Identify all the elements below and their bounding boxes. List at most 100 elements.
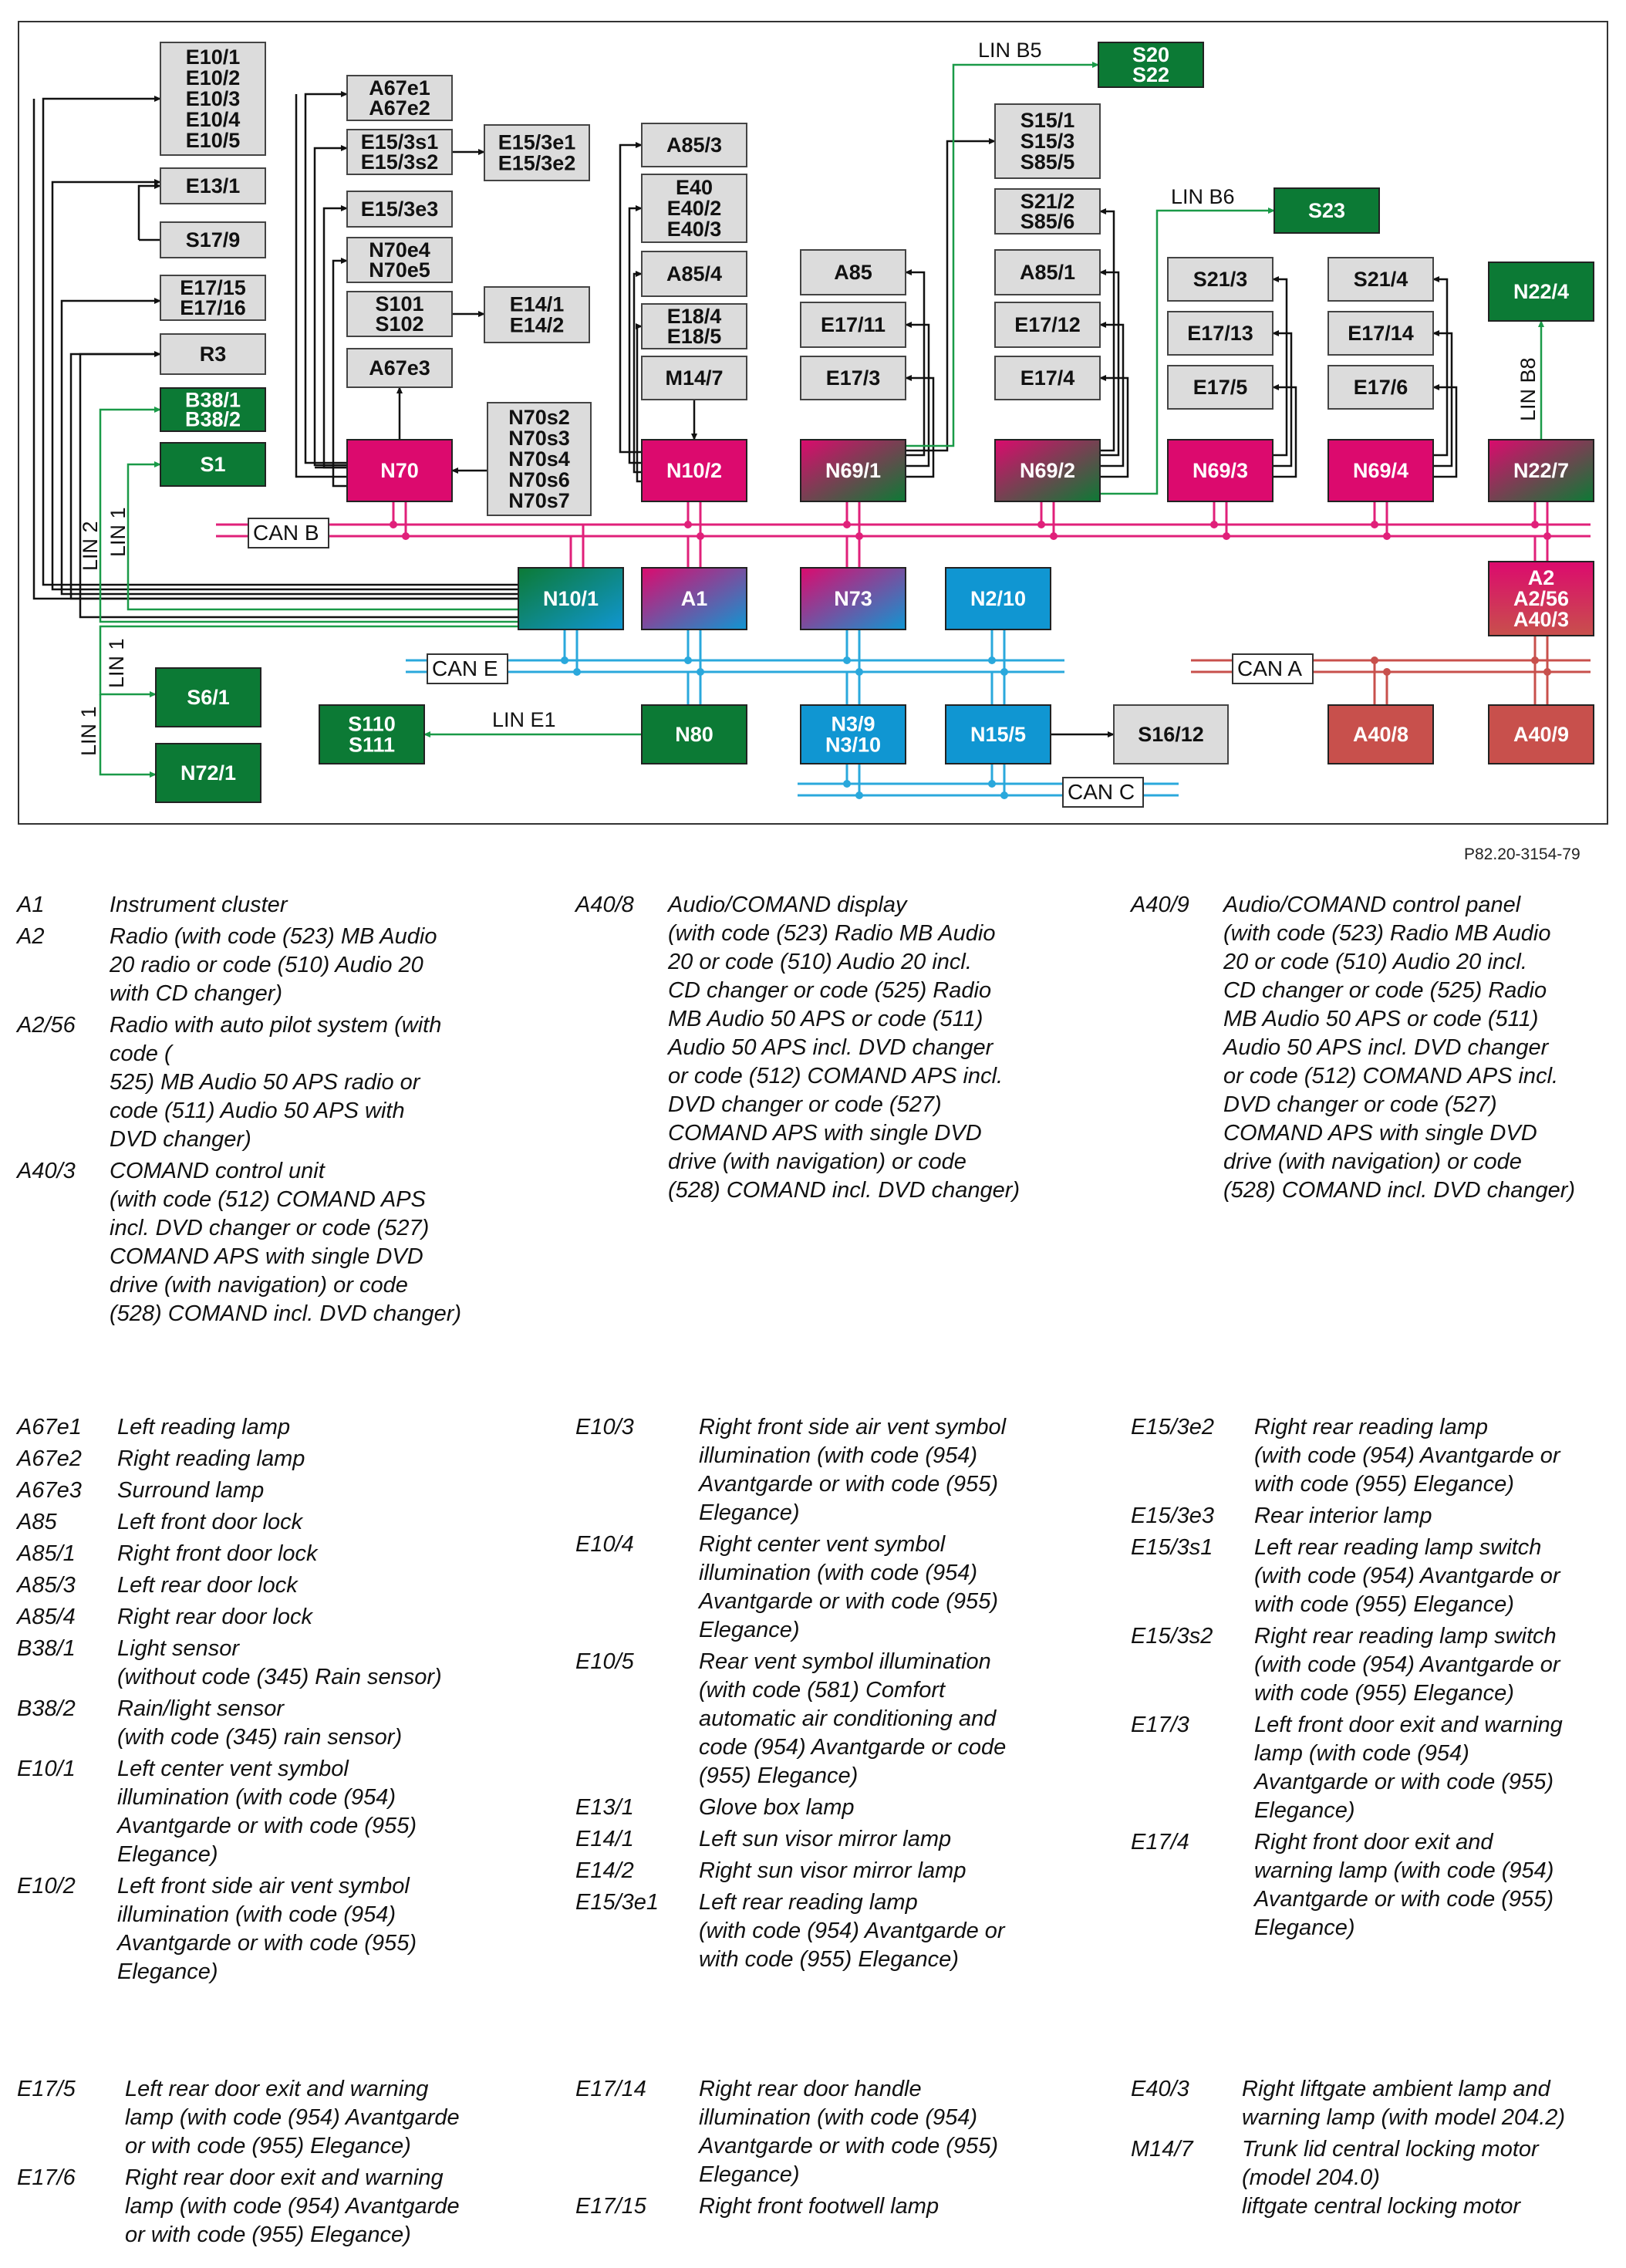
wire (905, 269, 926, 457)
bus-label-can-c: CAN C (1062, 777, 1144, 808)
component-label: S101 (375, 292, 423, 316)
bus-label-lin-1: LIN 1 (77, 706, 100, 756)
legend-code: E10/3 (575, 1415, 634, 1439)
legend-description: Left center vent symbol illumination (wi… (117, 1757, 417, 1867)
wire (619, 142, 643, 454)
component-n69_1: N69/1 (800, 439, 906, 502)
wire (99, 694, 157, 778)
component-label: A40/9 (1513, 723, 1569, 746)
bus-junction (684, 521, 692, 528)
component-label: S17/9 (186, 228, 241, 251)
component-label: E17/11 (821, 313, 886, 336)
legend-code: E10/1 (17, 1757, 76, 1781)
component-label: S1 (200, 453, 225, 476)
bus-label-can-b: CAN B (248, 518, 329, 548)
component-label: E17/15 (180, 276, 246, 299)
component-label: A2/56 (1513, 587, 1569, 610)
legend-description: Left rear reading lamp (with code (954) … (699, 1890, 1005, 1972)
component-label: N3/10 (825, 734, 881, 757)
bus-junction (1531, 521, 1539, 528)
component-n22_7: N22/7 (1488, 439, 1594, 502)
component-label: N22/7 (1513, 459, 1569, 482)
bus-junction (1210, 521, 1218, 528)
bus-junction (402, 532, 410, 540)
bus-label-can-e: CAN E (427, 653, 508, 684)
bus-label-text: LIN B8 (1516, 357, 1540, 421)
component-box (994, 188, 1101, 235)
bus-label-text: LIN 1 (77, 706, 100, 756)
component-box (1327, 257, 1434, 302)
component-box (160, 221, 266, 258)
bus-junction (1223, 532, 1230, 540)
component-label: S23 (1308, 199, 1345, 222)
bus-label-lin-e1: LIN E1 (492, 708, 556, 731)
wire (1099, 322, 1125, 467)
component-r3: R3 (160, 333, 266, 375)
wire (79, 353, 518, 619)
legend-description: Right reading lamp (117, 1446, 305, 1471)
legend-description: Radio with auto pilot system (with code … (110, 1013, 442, 1152)
wire (1100, 208, 1275, 495)
bus-label-can-a: CAN A (1232, 653, 1314, 684)
legend-code: A85/4 (17, 1605, 76, 1629)
component-box (994, 356, 1101, 400)
legend-description: Left front door lock (117, 1510, 303, 1534)
legend-code: E14/1 (575, 1827, 634, 1851)
component-s6_1: S6/1 (155, 667, 261, 727)
legend-description: Audio/COMAND control panel (with code (5… (1223, 893, 1576, 1203)
legend-code: B38/2 (17, 1696, 76, 1721)
component-box (160, 387, 266, 432)
bus-junction (988, 780, 996, 788)
legend-code: A2/56 (17, 1013, 76, 1038)
wire (1099, 269, 1120, 457)
component-a67e3: A67e3 (346, 348, 453, 388)
component-box (994, 302, 1101, 348)
component-box (160, 42, 266, 156)
legend-code: E14/2 (575, 1858, 634, 1883)
component-label: N73 (834, 587, 872, 610)
component-label: A40/8 (1353, 723, 1408, 746)
component-a85: A85 (800, 249, 906, 295)
component-label: E40/2 (667, 197, 722, 220)
component-label: E40/3 (667, 218, 722, 241)
legend-code: M14/7 (1131, 2137, 1193, 2162)
legend-code: A85 (17, 1510, 57, 1534)
bus-label-lin-b6: LIN B6 (1171, 185, 1235, 208)
component-e17_11: E17/11 (800, 302, 906, 348)
component-label: N15/5 (970, 723, 1026, 746)
legend-code: A85/3 (17, 1573, 76, 1598)
wire (1432, 330, 1453, 467)
component-label: E10/1 (186, 46, 241, 69)
component-label: S110 (348, 713, 396, 736)
component-e17_5: E17/5 (1167, 365, 1273, 410)
legend-description: Right rear reading lamp switch (with cod… (1254, 1624, 1560, 1706)
component-e17_4: E17/4 (994, 356, 1101, 400)
legend-code: E15/3e2 (1131, 1415, 1215, 1439)
legend-code: B38/1 (17, 1636, 76, 1661)
component-box (641, 704, 747, 764)
component-box (487, 402, 592, 516)
component-n69_4: N69/4 (1327, 439, 1434, 502)
wire (51, 179, 518, 591)
component-a1: A1 (641, 567, 747, 630)
